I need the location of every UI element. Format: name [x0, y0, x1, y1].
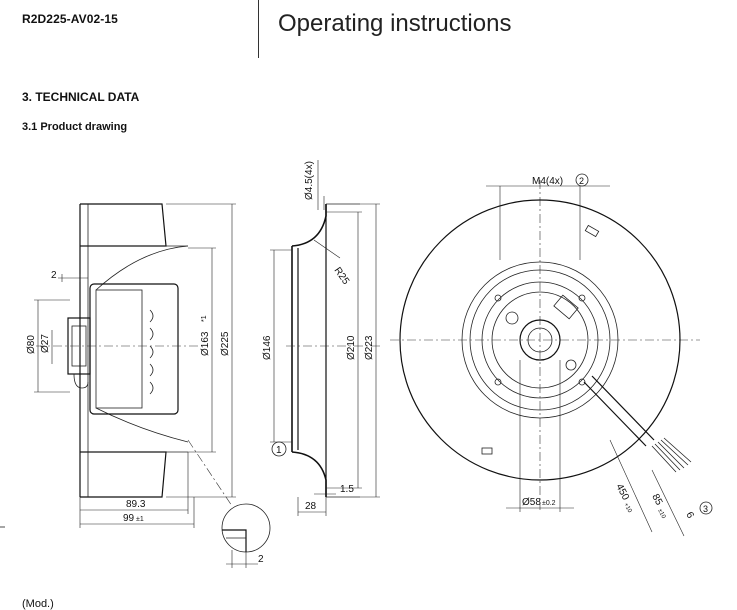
dim-99: 99 — [123, 513, 135, 524]
side-view: 2 Ø80 Ø27 Ø163 *1 Ø225 89.3 99 ±1 — [26, 203, 236, 528]
dim-1-5: 1.5 — [340, 484, 354, 495]
marker-3-circle — [699, 501, 713, 515]
dim-58: Ø58 — [522, 497, 541, 508]
front-hub — [519, 319, 561, 361]
dim-223: Ø223 — [364, 335, 375, 360]
front-motor-ring — [481, 281, 599, 399]
dim-85: 85 — [649, 492, 664, 507]
marker-3: 3 — [703, 504, 708, 514]
cable-wires — [651, 437, 692, 473]
cut-off-text: (Mod.) — [22, 598, 54, 610]
dim-28: 28 — [305, 501, 317, 512]
dim-210: Ø210 — [346, 335, 357, 360]
dim-225: Ø225 — [220, 331, 231, 356]
impeller-bottom-plate — [80, 451, 167, 498]
dim-450-tol: +10 — [622, 502, 632, 514]
dim-4-5: Ø4.5(4x) — [304, 161, 315, 200]
model-number: R2D225-AV02-15 — [22, 12, 118, 26]
front-inlet-ring — [461, 261, 619, 419]
subsection-heading: 3.1 Product drawing — [22, 121, 128, 133]
dim-2-top: 2 — [51, 270, 57, 281]
cable-stub — [73, 373, 89, 389]
front-view: M4(4x) 2 Ø58 ±0.2 450 +10 85 ±10 6 3 — [390, 173, 713, 537]
m4-label: M4(4x) — [532, 176, 563, 187]
dim-163: Ø163 — [200, 331, 211, 356]
detail-view: 2 — [187, 439, 271, 568]
front-outer-ring — [399, 199, 681, 481]
header-divider — [258, 0, 259, 58]
marker-2-circle — [575, 173, 589, 187]
section-view: Ø4.5(4x) R25 Ø146 Ø210 Ø223 1 1.5 28 — [262, 160, 382, 516]
document-title: Operating instructions — [278, 10, 512, 37]
marker-1: 1 — [276, 445, 282, 456]
impeller-top-plate — [80, 203, 167, 247]
dim-99-tol: ±1 — [136, 516, 144, 523]
dim-r25: R25 — [332, 265, 352, 287]
dim-6: 6 — [683, 510, 696, 520]
dim-2-detail: 2 — [258, 554, 264, 565]
cable — [583, 381, 647, 447]
dim-163-note: *1 — [201, 315, 208, 322]
dim-89-3: 89.3 — [126, 499, 146, 510]
connector — [553, 294, 579, 320]
dim-450: 450 — [613, 482, 631, 502]
section-heading: 3. TECHNICAL DATA — [22, 90, 140, 104]
marker-2: 2 — [579, 176, 584, 186]
dim-80: Ø80 — [26, 335, 37, 354]
label-plate — [584, 224, 600, 238]
marker-1-circle — [271, 441, 287, 457]
dim-58-tol: ±0.2 — [542, 500, 556, 507]
motor-body — [89, 283, 179, 415]
dim-27: Ø27 — [40, 334, 51, 353]
dim-85-tol: ±10 — [656, 508, 666, 520]
blade-top — [95, 245, 189, 291]
dim-146: Ø146 — [262, 335, 273, 360]
blade-bottom — [95, 407, 189, 443]
cooling-slots — [149, 309, 154, 395]
